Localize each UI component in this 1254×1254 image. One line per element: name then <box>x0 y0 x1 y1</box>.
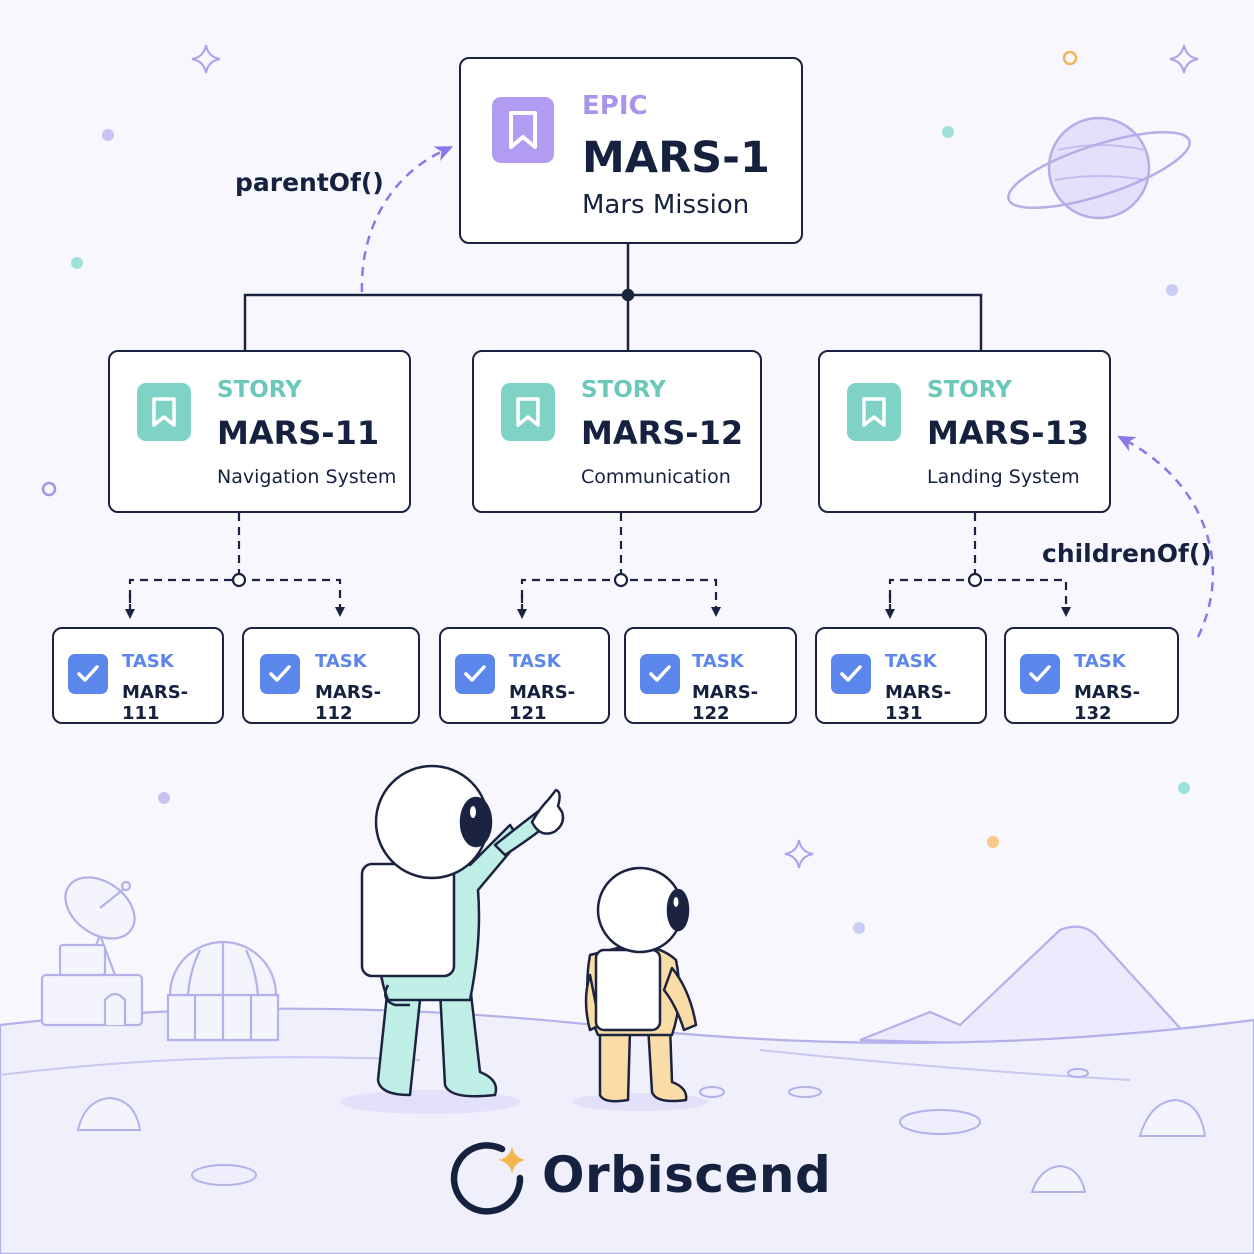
observatory-dome-icon <box>166 940 280 1042</box>
task-key: MARS-131 <box>885 682 952 724</box>
checkbox-checked-icon <box>260 654 300 694</box>
story-key: MARS-11 <box>217 414 380 452</box>
task-card-mars-131[interactable]: TASK MARS-131 <box>815 627 987 724</box>
crater-icon <box>191 1068 1089 1186</box>
story-title: Communication <box>581 466 731 488</box>
story-type-label: STORY <box>927 377 1012 403</box>
epic-type-label: EPIC <box>582 91 648 121</box>
parent-of-label: parentOf() <box>235 168 384 197</box>
bookmark-icon <box>492 97 554 163</box>
checkbox-checked-icon <box>455 654 495 694</box>
story-card-mars-13[interactable]: STORY MARS-13 Landing System <box>818 350 1111 513</box>
task-type-label: TASK <box>692 651 744 672</box>
epic-key: MARS-1 <box>582 133 770 183</box>
task-type-label: TASK <box>885 651 937 672</box>
story-card-mars-11[interactable]: STORY MARS-11 Navigation System <box>108 350 411 513</box>
task-type-label: TASK <box>509 651 561 672</box>
task-type-label: TASK <box>315 651 367 672</box>
checkbox-checked-icon <box>1020 654 1060 694</box>
task-key: MARS-122 <box>692 682 759 724</box>
checkbox-checked-icon <box>640 654 680 694</box>
epic-title: Mars Mission <box>582 190 750 220</box>
story-card-mars-12[interactable]: STORY MARS-12 Communication <box>472 350 762 513</box>
task-key: MARS-132 <box>1074 682 1141 724</box>
story-type-label: STORY <box>217 377 302 403</box>
astronaut-child-icon <box>584 866 698 1103</box>
epic-card[interactable]: EPIC MARS-1 Mars Mission <box>459 57 803 244</box>
branch-node-dots <box>231 572 983 588</box>
hierarchy-connectors <box>243 244 983 350</box>
children-of-arrow <box>1117 435 1215 638</box>
planet-icon <box>1007 116 1191 220</box>
children-of-label: childrenOf() <box>1042 539 1212 568</box>
task-card-mars-132[interactable]: TASK MARS-132 <box>1004 627 1179 724</box>
task-card-mars-111[interactable]: TASK MARS-111 <box>52 627 224 724</box>
task-type-label: TASK <box>1074 651 1126 672</box>
task-key: MARS-121 <box>509 682 576 724</box>
task-key: MARS-112 <box>315 682 382 724</box>
story-title: Landing System <box>927 466 1080 488</box>
task-card-mars-121[interactable]: TASK MARS-121 <box>439 627 610 724</box>
bookmark-icon <box>137 383 191 441</box>
task-connectors <box>125 513 1071 619</box>
parent-of-arrow <box>360 146 454 293</box>
sparkle-icon <box>191 44 1199 869</box>
checkbox-checked-icon <box>68 654 108 694</box>
bookmark-icon <box>847 383 901 441</box>
brand-logo: Orbiscend <box>450 1138 831 1228</box>
story-key: MARS-13 <box>927 414 1090 452</box>
story-key: MARS-12 <box>581 414 744 452</box>
mountain-icon <box>859 925 1203 1052</box>
star-dot-icon <box>41 50 1190 934</box>
astronaut-adult-icon <box>360 764 565 1098</box>
task-card-mars-112[interactable]: TASK MARS-112 <box>242 627 420 724</box>
story-title: Navigation System <box>217 466 397 488</box>
task-key: MARS-111 <box>122 682 189 724</box>
bookmark-icon <box>501 383 555 441</box>
task-card-mars-122[interactable]: TASK MARS-122 <box>624 627 797 724</box>
brand-name: Orbiscend <box>542 1146 832 1204</box>
satellite-dish-icon <box>40 876 144 1027</box>
story-type-label: STORY <box>581 377 666 403</box>
orbit-logo-icon <box>450 1142 526 1215</box>
checkbox-checked-icon <box>831 654 871 694</box>
rock-icon <box>76 1096 1207 1193</box>
task-type-label: TASK <box>122 651 174 672</box>
